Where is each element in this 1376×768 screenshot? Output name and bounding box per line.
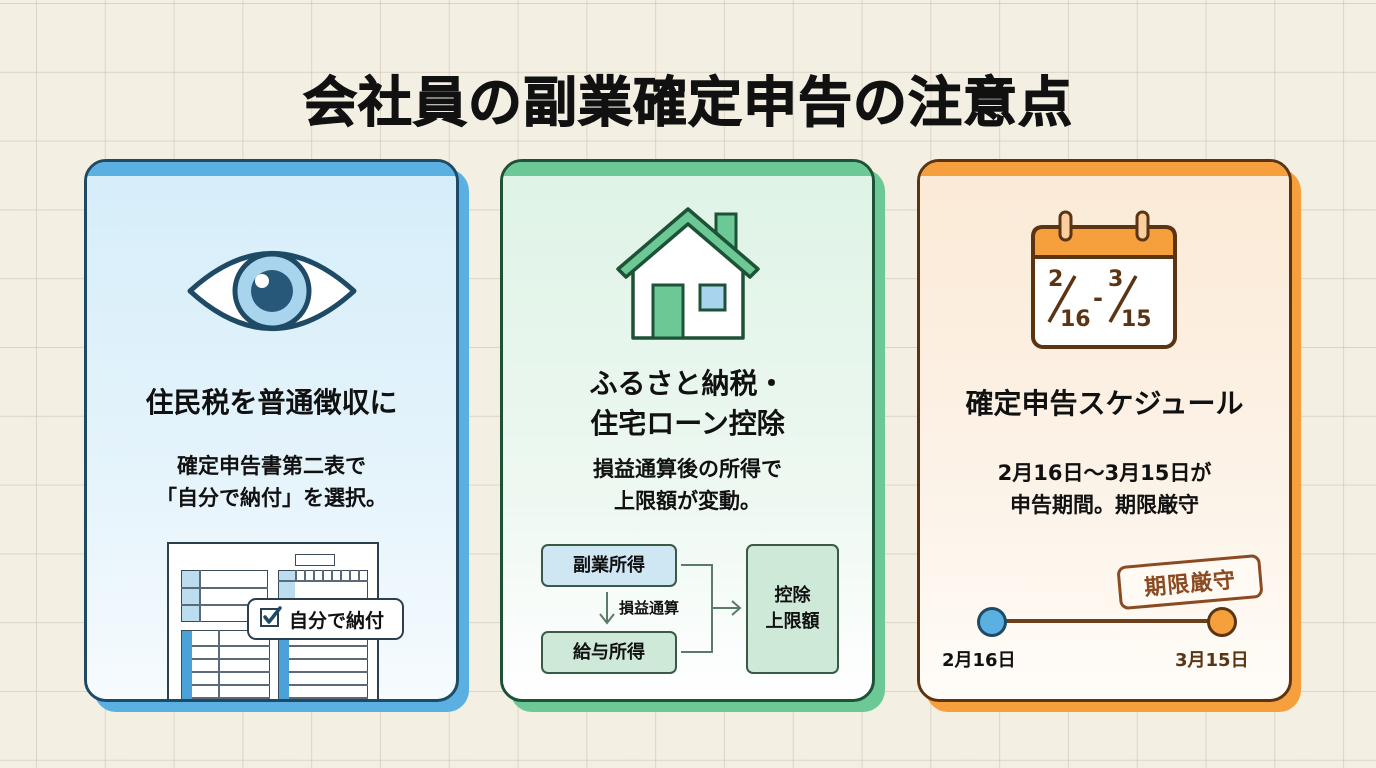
self-payment-checkbox[interactable]: 自分で納付 [247, 598, 404, 640]
desc-line: 確定申告書第二表で [177, 454, 366, 478]
checkbox-checked-icon [259, 605, 283, 633]
svg-text:3: 3 [1108, 267, 1123, 292]
card-description: 2月16日～3月15日が 申告期間。期限厳守 [920, 457, 1289, 521]
card-description: 確定申告書第二表で 「自分で納付」を選択。 [87, 450, 456, 514]
deduction-limit-box: 控除 上限額 [746, 544, 839, 674]
offset-label: 損益通算 [619, 599, 680, 617]
deadline-stamp: 期限厳守 [1116, 553, 1264, 611]
timeline-start-dot [977, 607, 1007, 637]
desc-line: 上限額が変動。 [614, 489, 761, 513]
card-accent-bar [920, 162, 1289, 176]
heading-line: ふるさと納税・ [589, 367, 786, 400]
svg-text:-: - [1093, 284, 1103, 312]
result-line: 控除 [774, 585, 811, 606]
page-title: 会社員の副業確定申告の注意点 [302, 70, 1073, 134]
calendar-icon: 2 16 - 3 15 [920, 210, 1289, 350]
timeline-end-label: 3月15日 [1175, 650, 1249, 671]
card-heading: 住民税を普通徴収に [145, 386, 398, 419]
checkbox-label: 自分で納付 [289, 609, 385, 632]
timeline-start-label: 2月16日 [942, 650, 1016, 671]
svg-text:15: 15 [1121, 307, 1152, 332]
card-description: 損益通算後の所得で 上限額が変動。 [503, 453, 872, 517]
card-heading: ふるさと納税・ 住宅ローン控除 [503, 364, 872, 444]
svg-text:16: 16 [1060, 307, 1091, 332]
house-icon [503, 206, 872, 346]
desc-line: 損益通算後の所得で [593, 457, 782, 481]
card-schedule: 2 16 - 3 15 確定申告スケジュール 2月16日～3月15日が 申告期間… [917, 159, 1292, 702]
result-line: 上限額 [765, 611, 820, 632]
card-accent-bar [503, 162, 872, 176]
timeline-end-dot [1207, 607, 1237, 637]
flow-arrows-icon [599, 564, 742, 653]
desc-line: 「自分で納付」を選択。 [156, 486, 387, 510]
salary-income-box: 給与所得 [541, 631, 677, 674]
desc-line: 申告期間。期限厳守 [1010, 493, 1199, 517]
svg-text:2: 2 [1048, 267, 1063, 292]
timeline-bar [990, 619, 1222, 623]
card-deductions: ふるさと納税・ 住宅ローン控除 損益通算後の所得で 上限額が変動。 副業所得 給… [500, 159, 875, 702]
desc-line: 2月16日～3月15日が [997, 461, 1212, 485]
card-heading: 確定申告スケジュール [965, 387, 1244, 420]
side-income-box: 副業所得 [541, 544, 677, 587]
card-resident-tax: 住民税を普通徴収に 確定申告書第二表で 「自分で納付」を選択。 [84, 159, 459, 702]
heading-line: 住宅ローン控除 [590, 407, 785, 440]
card-accent-bar [87, 162, 456, 176]
eye-icon [87, 236, 456, 346]
